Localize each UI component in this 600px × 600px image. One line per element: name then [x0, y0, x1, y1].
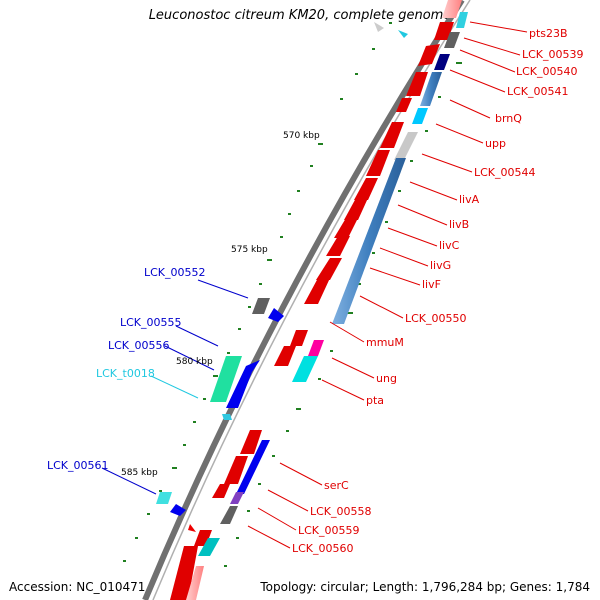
gene-lck-t0018	[222, 414, 232, 420]
kbp-label: 585 kbp	[121, 468, 158, 478]
gene-lck-00558	[224, 456, 248, 484]
gene-label[interactable]: livA	[459, 193, 480, 206]
gene-lck-00541	[406, 72, 428, 96]
gene-lck-00556	[226, 360, 260, 408]
gene-label[interactable]: LCK_00558	[310, 505, 372, 518]
gene-lck-00552-arrow	[268, 308, 284, 322]
gene-livA	[354, 178, 378, 200]
gene-label[interactable]: serC	[324, 479, 349, 492]
gene-lck-00559	[212, 484, 230, 498]
gene-label[interactable]: LCK_00559	[298, 524, 360, 537]
gene-label[interactable]: pta	[366, 394, 384, 407]
gene-label[interactable]: LCK_00550	[405, 312, 467, 325]
kbp-label: 580 kbp	[176, 357, 213, 367]
scale-ruler	[123, 22, 392, 562]
gene-label[interactable]: LCK_00552	[144, 266, 206, 279]
topology-text: Topology: circular; Length: 1,796,284 bp…	[260, 580, 590, 594]
left-leader-lines	[101, 279, 249, 495]
gene-lck-00561	[156, 492, 172, 504]
forward-genes	[170, 0, 462, 600]
gene-lower-red	[170, 546, 198, 600]
gene-label[interactable]: mmuM	[366, 336, 404, 349]
gene-label[interactable]: LCK_00544	[474, 166, 536, 179]
gene-label[interactable]: LCK_00555	[120, 316, 182, 329]
gene-label[interactable]: livC	[439, 239, 460, 252]
gene-brnQ	[396, 98, 412, 112]
gene-label[interactable]: LCK_00540	[516, 65, 578, 78]
gene-livG	[326, 236, 350, 256]
gene-mmuM	[290, 330, 308, 346]
kbp-label: 570 kbp	[283, 131, 320, 141]
gene-labels-left: LCK_00552 LCK_00555 LCK_00556 LCK_t0018 …	[47, 266, 206, 472]
gene-label[interactable]: LCK_00560	[292, 542, 354, 555]
gc-ruler	[224, 62, 462, 567]
gene-label[interactable]: LCK_00541	[507, 85, 569, 98]
gene-label[interactable]: livG	[430, 259, 451, 272]
gene-livB	[344, 198, 368, 220]
gene-label[interactable]: LCK_00556	[108, 339, 170, 352]
gene-label[interactable]: brnQ	[495, 112, 522, 125]
gene-label[interactable]: ung	[376, 372, 397, 385]
gene-labels-right: pts23B LCK_00539 LCK_00540 LCK_00541 brn…	[292, 27, 584, 555]
cog-lane	[186, 12, 468, 600]
gene-livF	[316, 258, 342, 280]
gene-lck-00550	[304, 278, 330, 304]
gene-label[interactable]: LCK_t0018	[96, 367, 155, 380]
gene-label[interactable]: upp	[485, 137, 506, 150]
gene-ung	[274, 346, 296, 366]
kbp-label: 575 kbp	[231, 245, 268, 255]
genome-backbone	[142, 0, 465, 600]
gene-lck-00552	[252, 298, 270, 314]
reverse-genes	[156, 22, 408, 532]
gene-label[interactable]: LCK_00539	[522, 48, 584, 61]
map-title: Leuconostoc citreum KM20, complete genom…	[148, 8, 452, 23]
gene-lck-00561-arrow	[170, 504, 186, 516]
gene-pts23B	[442, 0, 462, 18]
gene-upp	[380, 122, 404, 148]
gene-lck-00540	[418, 44, 440, 66]
gene-label[interactable]: livF	[422, 278, 441, 291]
gene-livC	[334, 218, 358, 238]
kbp-labels: 570 kbp 575 kbp 580 kbp 585 kbp	[121, 131, 320, 478]
right-leader-lines	[247, 21, 528, 549]
accession-text: Accession: NC_010471	[9, 580, 146, 594]
gene-label[interactable]: LCK_00561	[47, 459, 109, 472]
gene-lck-00555	[210, 356, 242, 402]
gene-label[interactable]: livB	[449, 218, 469, 231]
gene-serC	[240, 430, 262, 454]
gene-lck-00544	[366, 150, 390, 176]
gene-label[interactable]: pts23B	[529, 27, 568, 40]
